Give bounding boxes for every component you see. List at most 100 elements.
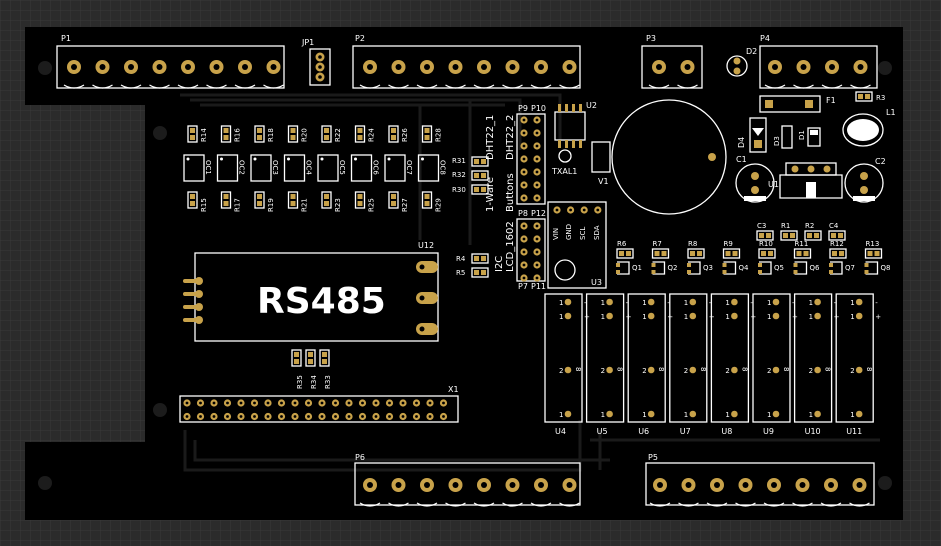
optocoupler[interactable]: [283, 154, 306, 182]
opto-bottom-resistor[interactable]: [388, 191, 399, 209]
smd-component[interactable]: [804, 230, 822, 241]
rs485-pin-pad[interactable]: [195, 316, 203, 324]
transistor[interactable]: [688, 261, 701, 275]
opto-bottom-resistor[interactable]: [254, 191, 265, 209]
transistor[interactable]: [617, 261, 630, 275]
opto-bottom-resistor[interactable]: [287, 191, 299, 209]
opto-top-resistor[interactable]: [287, 125, 299, 143]
opto-bottom-resistor[interactable]: [321, 191, 332, 209]
opto-bottom-resistor[interactable]: [421, 191, 433, 209]
connector-p2[interactable]: P2: [352, 34, 581, 89]
connector-x1[interactable]: X1: [179, 385, 459, 423]
header-pin-hole: [522, 170, 526, 174]
diode-d3[interactable]: D3: [773, 125, 793, 149]
terminal-pin-hole: [395, 64, 402, 70]
transistor-resistor[interactable]: [651, 248, 670, 259]
resistor-group-r4-r5[interactable]: R4 R5: [456, 253, 489, 278]
diode-d1[interactable]: D1: [798, 127, 821, 147]
regulator-u1[interactable]: U1: [768, 162, 843, 199]
transistor[interactable]: [652, 261, 666, 275]
resistor-pad: [424, 135, 430, 140]
transistor-resistor[interactable]: [616, 248, 634, 259]
transistor[interactable]: [794, 261, 808, 275]
transistor-resistor[interactable]: [829, 248, 847, 259]
capacitor-c1[interactable]: C1: [735, 155, 775, 203]
rs485-pin-pad[interactable]: [195, 290, 203, 298]
relay[interactable]: [710, 293, 750, 423]
connector-jp1[interactable]: JP1: [301, 38, 331, 86]
transistor-resistor[interactable]: [864, 248, 883, 259]
diode-d4[interactable]: D4: [737, 117, 767, 153]
opto-top-resistor[interactable]: [388, 125, 399, 143]
optocoupler[interactable]: [317, 154, 339, 182]
relay-pin-label: 1: [642, 313, 646, 321]
buzzer-v1[interactable]: V1: [591, 99, 727, 215]
opto-top-resistor[interactable]: [187, 125, 198, 143]
connector-p4[interactable]: P4: [759, 34, 878, 89]
connector-p1[interactable]: P1: [56, 34, 285, 89]
capacitor-c2[interactable]: C2: [844, 157, 886, 203]
relay-pin-label: 1: [725, 411, 729, 419]
optocoupler[interactable]: [417, 154, 440, 182]
transistor-resistor[interactable]: [758, 248, 776, 259]
module-u3[interactable]: VIN GND SCL SDA U3: [547, 201, 607, 289]
optocoupler[interactable]: [183, 154, 205, 182]
rs485-pin-pad[interactable]: [195, 277, 203, 285]
opto-top-resistor[interactable]: [321, 125, 332, 143]
smd-component[interactable]: [780, 230, 798, 241]
transistor[interactable]: [723, 261, 737, 275]
connector-p3[interactable]: P3: [641, 34, 703, 89]
transistor[interactable]: [830, 261, 843, 275]
optocoupler[interactable]: [350, 154, 373, 182]
resistor-r3[interactable]: R3: [855, 91, 885, 102]
resistor-group-r30-r32[interactable]: R31 R32 R30: [452, 156, 489, 195]
header-pin-hole: [522, 224, 526, 228]
relay[interactable]: [793, 293, 833, 423]
resistor-pad: [768, 251, 773, 256]
relay[interactable]: [669, 293, 708, 423]
chip-u2[interactable]: U2 TXAL1: [551, 101, 597, 176]
rs485-terminal-pad[interactable]: [416, 292, 438, 304]
relay-pin: [731, 298, 738, 306]
opto-bottom-resistor[interactable]: [187, 191, 198, 209]
transistor[interactable]: [865, 261, 879, 275]
opto-top-resistor[interactable]: [421, 125, 433, 143]
optocoupler[interactable]: [384, 154, 406, 182]
terminal-arc: [177, 84, 199, 89]
opto-bottom-resistor[interactable]: [220, 191, 232, 209]
connector-p6[interactable]: P6: [354, 453, 581, 507]
fuse-f1[interactable]: F1: [759, 95, 836, 113]
relay[interactable]: [752, 293, 791, 423]
transistor-resistor[interactable]: [793, 248, 812, 259]
inductor-l1[interactable]: L1: [842, 108, 896, 147]
connector-p5[interactable]: P5: [645, 453, 875, 507]
relay[interactable]: [627, 293, 666, 423]
diode-d2[interactable]: D2: [726, 47, 757, 77]
rs485-terminal-pad[interactable]: [416, 261, 438, 273]
opto-top-resistor[interactable]: [220, 125, 232, 143]
header-pin-hole: [239, 401, 243, 405]
sensor-headers[interactable]: P9 P10 DHT22_1 DHT22_2 1-Ware Buttons P8…: [485, 104, 546, 291]
rs485-pin-pad[interactable]: [195, 303, 203, 311]
relay[interactable]: [544, 293, 583, 423]
relay-pin-label: 1: [767, 411, 771, 419]
rs485-terminal-pad[interactable]: [416, 323, 438, 335]
transistor-resistor[interactable]: [687, 248, 705, 259]
header-pin-hole: [212, 415, 216, 418]
relay[interactable]: [835, 293, 874, 423]
opto-bottom-resistor[interactable]: [354, 191, 366, 209]
optocoupler[interactable]: [216, 154, 239, 182]
relay[interactable]: [585, 293, 625, 423]
rs485-module-u12[interactable]: U12 RS485: [183, 241, 439, 342]
smd-c3-r1-r2-c4[interactable]: C3 R1 R2 C4: [757, 222, 839, 230]
smd-component[interactable]: [756, 230, 774, 241]
opto-top-resistor[interactable]: [354, 125, 366, 143]
transistor-resistor[interactable]: [722, 248, 741, 259]
resistor-group-r33-r35[interactable]: R35 R34 R33: [291, 349, 332, 389]
transistor[interactable]: [759, 261, 772, 275]
opto-top-resistor[interactable]: [254, 125, 265, 143]
smd-component[interactable]: [828, 230, 846, 241]
optocoupler[interactable]: [250, 154, 272, 182]
